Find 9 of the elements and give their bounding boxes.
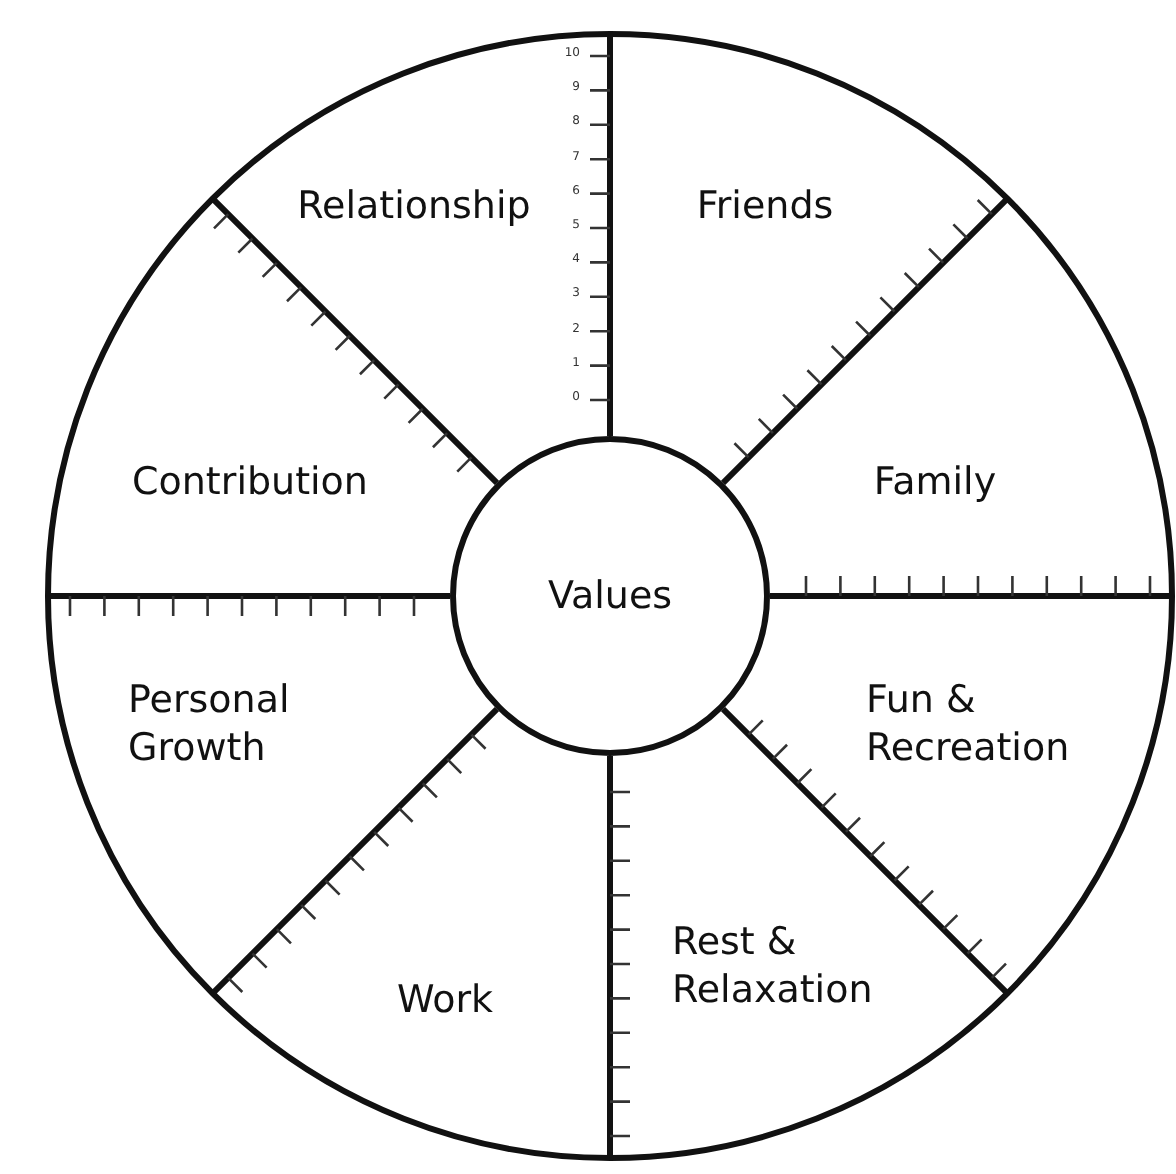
sector-label: Friends xyxy=(670,182,860,230)
sector-label: Fun & Recreation xyxy=(866,676,1126,772)
sector-label: Contribution xyxy=(100,458,400,506)
sector-label: Rest & Relaxation xyxy=(672,918,932,1014)
sector-label: Family xyxy=(840,458,1030,506)
sector-label: Relationship xyxy=(274,182,554,230)
sector-label: Personal Growth xyxy=(128,676,368,772)
sector-label: Work xyxy=(370,976,520,1024)
center-label: Values xyxy=(547,574,673,618)
